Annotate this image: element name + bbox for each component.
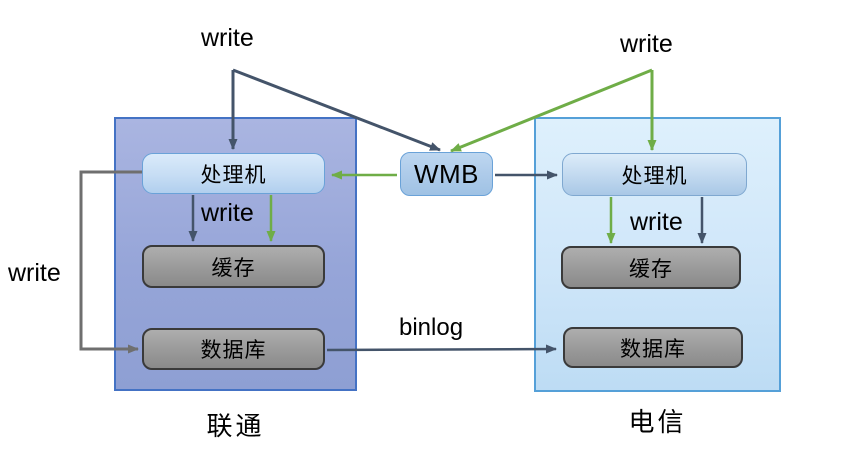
node-database-left-label: 数据库 [200, 339, 267, 362]
edge-label-binlog: binlog [399, 314, 464, 341]
node-cache-right: 缓存 [561, 246, 741, 289]
node-cache-right-label: 缓存 [629, 257, 673, 281]
node-processor-left-label: 处理机 [200, 163, 267, 187]
region-label-telecom: 电信 [628, 408, 687, 437]
node-processor-left: 处理机 [142, 153, 325, 194]
node-cache-left: 缓存 [142, 245, 325, 288]
node-database-left: 数据库 [142, 328, 325, 370]
node-database-right-label: 数据库 [620, 337, 686, 361]
edge-label-write-top-left: write [201, 24, 254, 52]
edge-binlog [326, 344, 557, 354]
node-database-right: 数据库 [563, 327, 743, 368]
edge-label-write-inner-left: write [201, 199, 254, 227]
edge-label-write-loop: write [8, 259, 61, 287]
node-wmb-label: WMB [413, 158, 480, 189]
edge-label-write-top-right: write [620, 30, 673, 58]
node-processor-right: 处理机 [562, 153, 747, 196]
node-cache-left-label: 缓存 [211, 256, 256, 280]
region-label-unicom: 联通 [206, 412, 265, 441]
edge-label-write-inner-right: write [630, 208, 683, 236]
node-wmb: WMB [400, 152, 493, 196]
node-processor-right-label: 处理机 [621, 164, 688, 188]
